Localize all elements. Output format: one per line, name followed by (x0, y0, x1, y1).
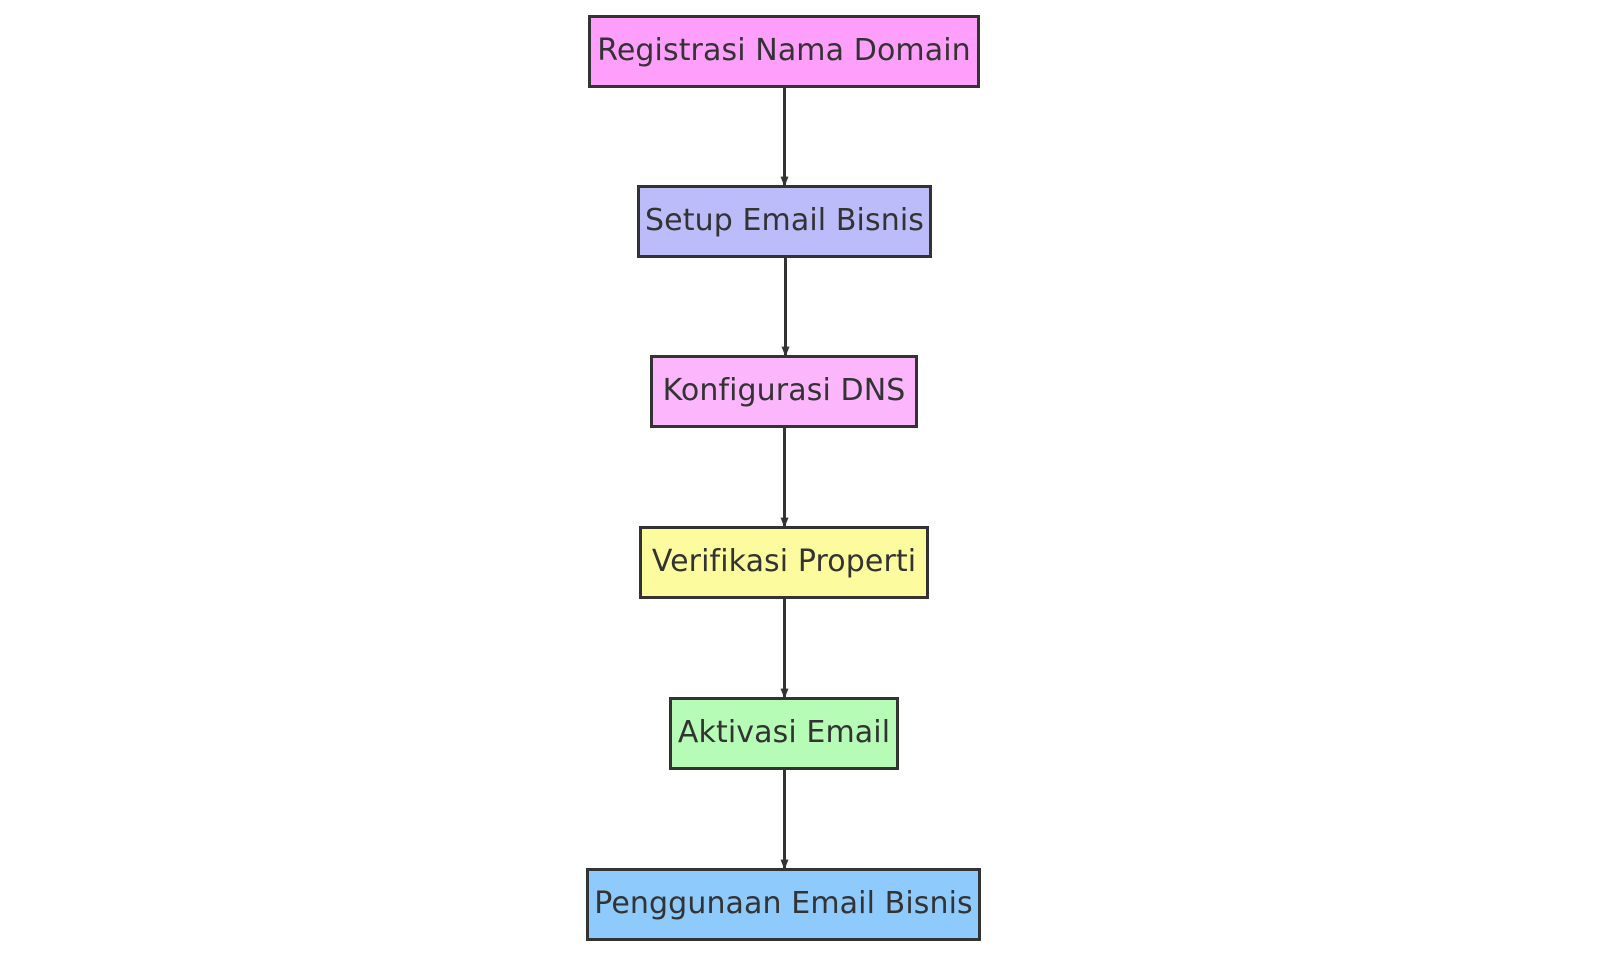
node-label: Konfigurasi DNS (662, 372, 906, 408)
node-penggunaan-email-bisnis[interactable]: Penggunaan Email Bisnis (586, 868, 981, 941)
node-verifikasi-properti[interactable]: Verifikasi Properti (639, 526, 929, 599)
node-aktivasi-email[interactable]: Aktivasi Email (669, 697, 899, 770)
node-label: Registrasi Nama Domain (597, 32, 971, 68)
node-label: Setup Email Bisnis (645, 202, 924, 238)
node-konfigurasi-dns[interactable]: Konfigurasi DNS (650, 355, 918, 428)
node-label: Aktivasi Email (677, 714, 891, 750)
node-registrasi-nama-domain[interactable]: Registrasi Nama Domain (588, 15, 980, 88)
node-setup-email-bisnis[interactable]: Setup Email Bisnis (637, 185, 932, 258)
node-label: Penggunaan Email Bisnis (594, 885, 973, 921)
node-label: Verifikasi Properti (651, 543, 917, 579)
